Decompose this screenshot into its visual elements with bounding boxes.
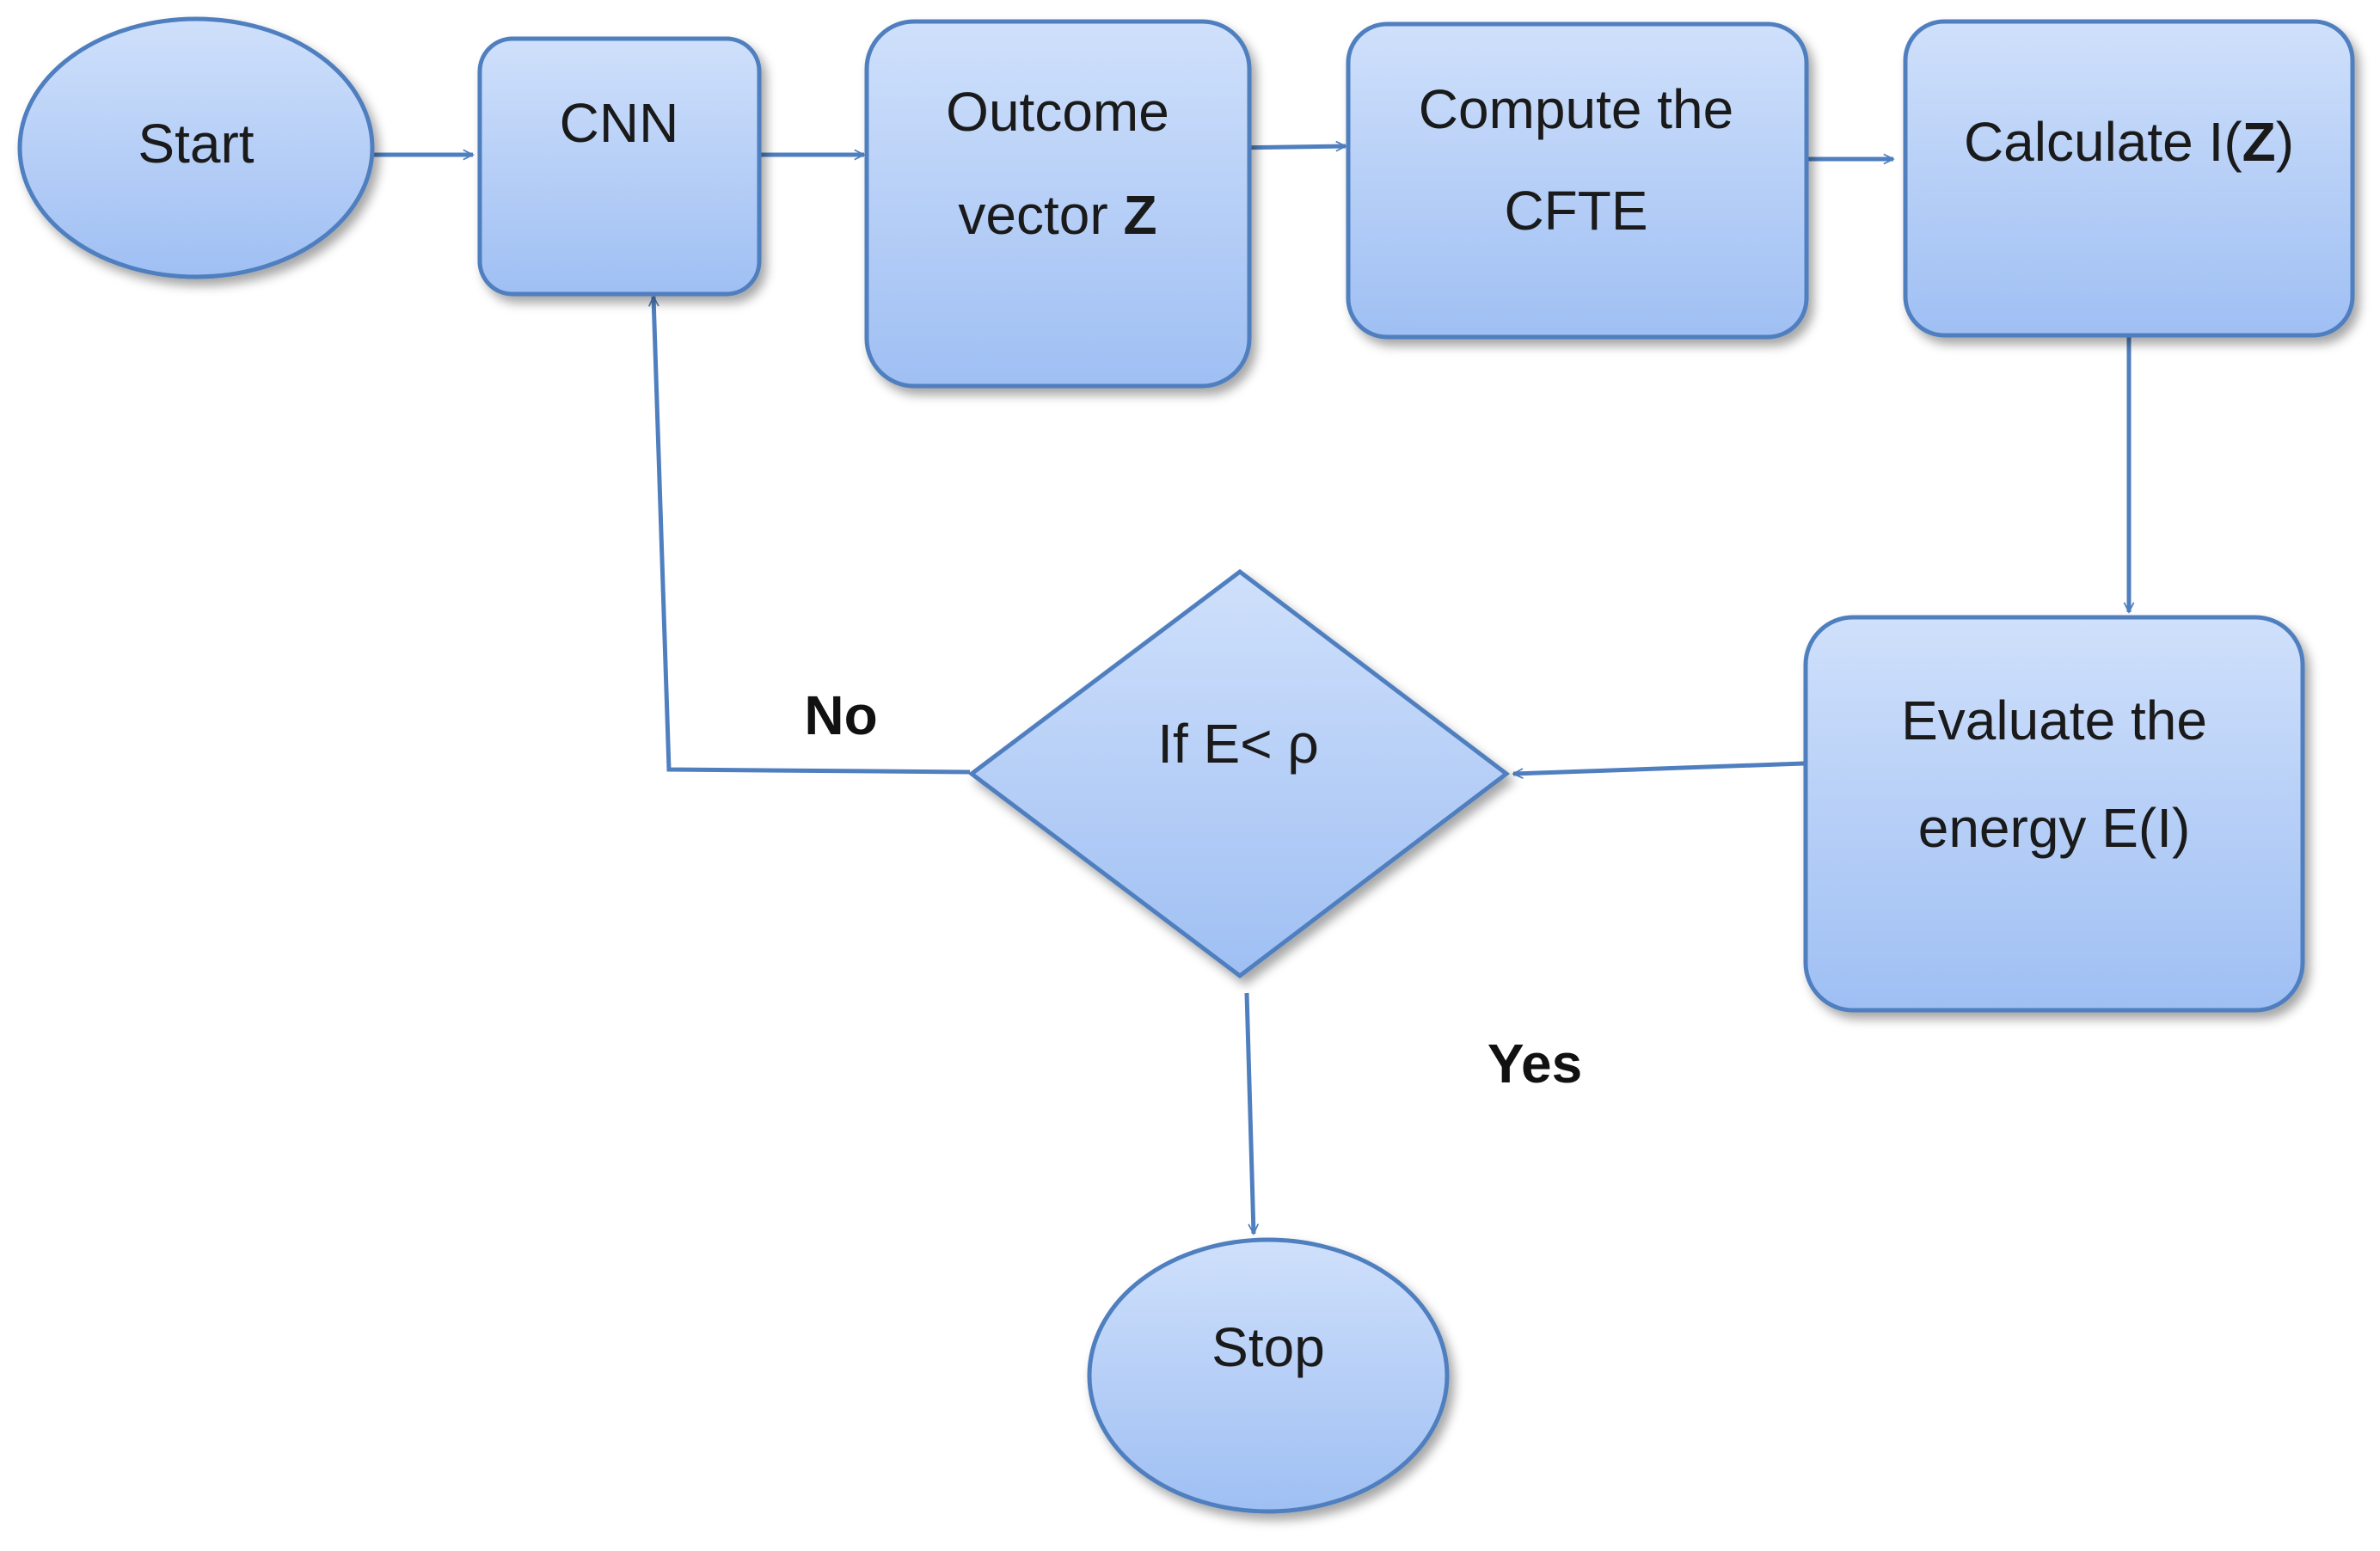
stop-node (1087, 1237, 1450, 1514)
cnn-label: CNN (560, 92, 679, 154)
outcome-line2-text: vector (958, 184, 1123, 246)
compute-cfte-node (1346, 21, 1809, 340)
decision-node (967, 568, 1511, 979)
edge-decision-no-cnn (653, 297, 971, 775)
yes-label: Yes (1488, 1033, 1582, 1094)
calc-bold: Z (2242, 111, 2276, 173)
cfte-line2: CFTE (1504, 180, 1647, 242)
calc-label: Calculate I(Z) (1964, 111, 2294, 173)
start-label: Start (138, 113, 254, 175)
calc-close: ) (2276, 111, 2294, 173)
outcome-vector-node (864, 19, 1252, 389)
stop-label: Stop (1211, 1316, 1325, 1378)
decision-label: If E< ρ (1157, 713, 1319, 775)
evaluate-energy-node (1803, 615, 2305, 1013)
cfte-line1: Compute the (1419, 78, 1733, 140)
outcome-line2: vector Z (958, 184, 1156, 246)
evaluate-line2: energy E(I) (1918, 797, 2191, 859)
no-label: No (804, 684, 877, 746)
evaluate-line1: Evaluate the (1901, 690, 2207, 751)
outcome-line2-bold: Z (1123, 184, 1156, 246)
cnn-node (477, 36, 762, 297)
start-node (17, 16, 375, 279)
outcome-line1: Outcome (946, 81, 1169, 143)
edge-decision-yes-stop (1244, 992, 1254, 1234)
calculate-iz-node (1903, 19, 2355, 338)
calc-text: Calculate I( (1964, 111, 2242, 173)
edge-evaluate-decision (1513, 761, 1805, 774)
